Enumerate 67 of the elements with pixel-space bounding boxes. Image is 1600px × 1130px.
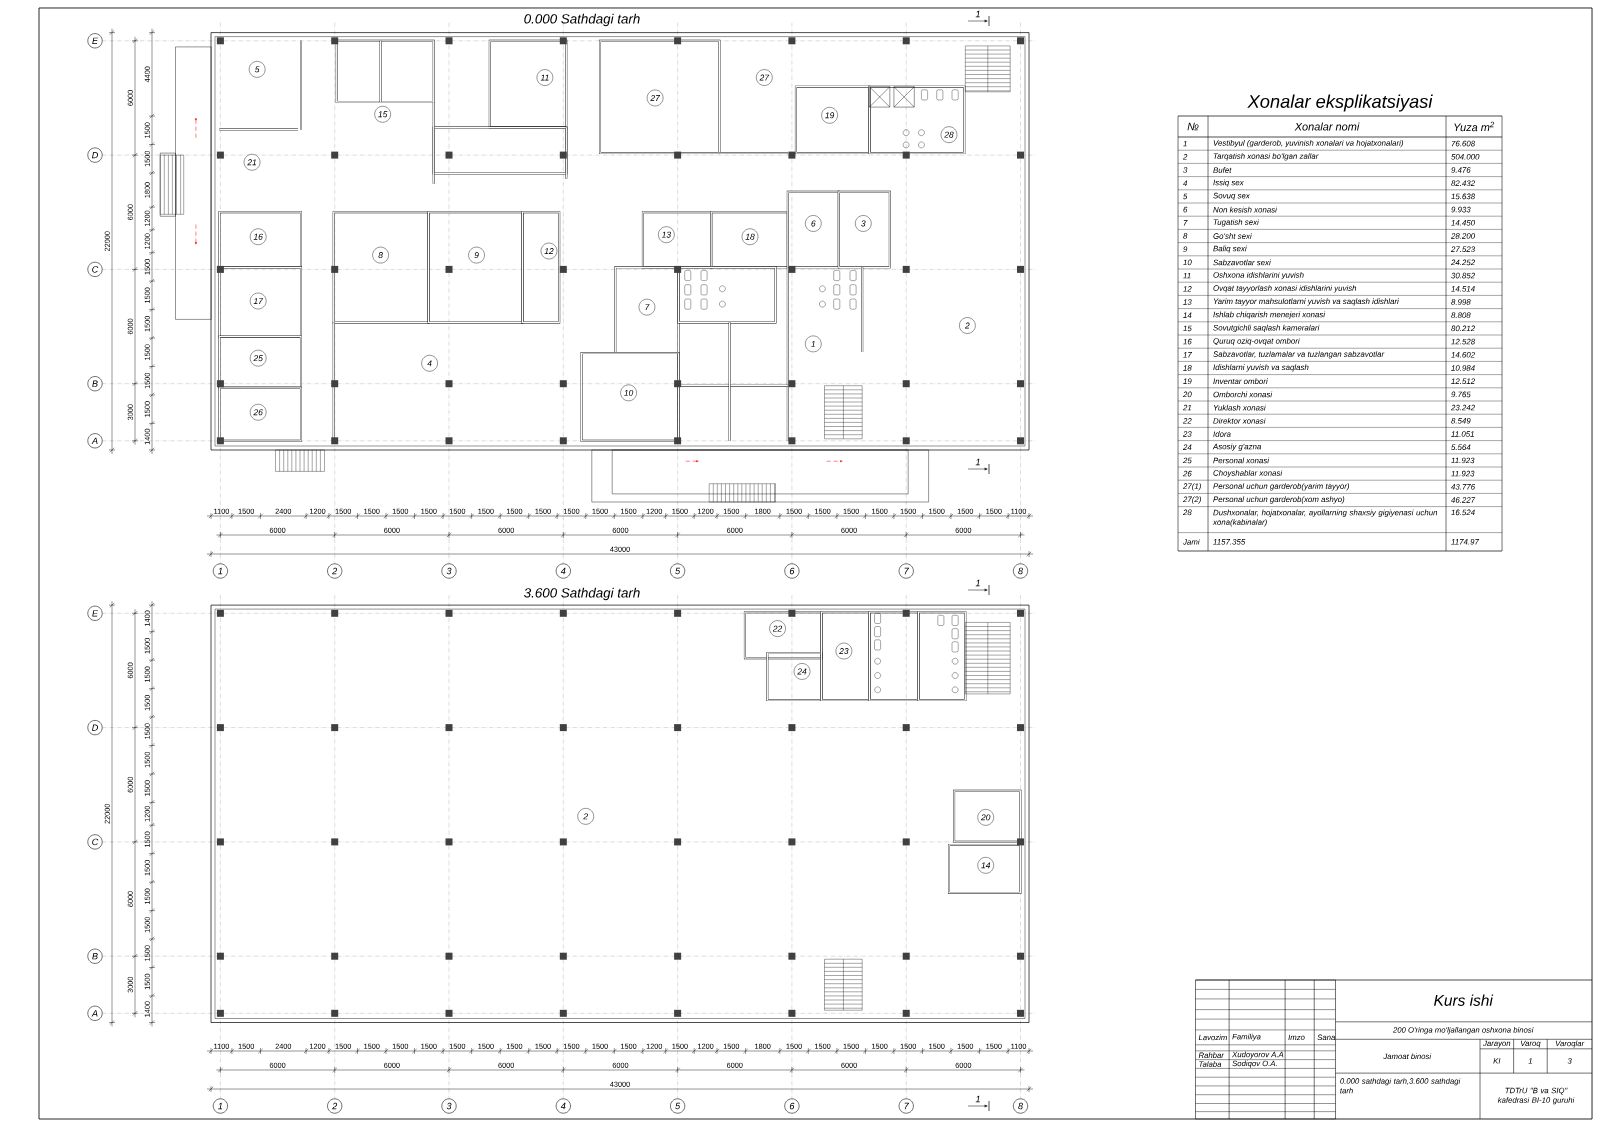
axis-bubble: D: [87, 720, 103, 736]
room-number: 4: [421, 355, 438, 372]
table-title: Xonalar eksplikatsiyasi: [1247, 94, 1433, 112]
column-header: Yuza m$^{2}$: [1454, 121, 1495, 132]
axis-bubble: 6: [784, 1098, 800, 1114]
room-number: 6: [805, 215, 822, 232]
room-number: 17: [249, 292, 267, 310]
axis-bubble: 3: [441, 563, 457, 579]
axis-bubble: 2: [327, 563, 343, 579]
room-number: 1: [805, 335, 822, 353]
axis-bubble: C: [87, 834, 103, 850]
column-header: №: [1187, 122, 1199, 131]
axis-bubble: 8: [1013, 1098, 1028, 1114]
room-number: 26: [249, 404, 267, 421]
room-number: 24: [793, 663, 811, 680]
section-mark: 1: [967, 10, 990, 27]
axis-bubble: C: [87, 261, 103, 277]
axis-bubble: 6: [784, 563, 800, 579]
room-number: 2: [959, 317, 976, 334]
axis-bubble: D: [87, 147, 103, 163]
room-number: 7: [638, 298, 656, 316]
axis-bubble: 8: [1013, 563, 1028, 579]
sheet-title: Kurs ishi: [1434, 994, 1494, 1006]
axis-bubble: E: [87, 605, 103, 621]
room-number: 28: [940, 126, 958, 143]
room-number: 27: [646, 89, 664, 107]
axis-bubble: 5: [670, 563, 686, 579]
plan-title: 3.600 Sathdagi tarh: [524, 587, 640, 601]
plan-title: 0.000 Sathdagi tarh: [524, 13, 640, 27]
room-number: 23: [835, 642, 853, 660]
section-mark: 1: [967, 1095, 990, 1112]
axis-bubble: E: [87, 33, 103, 49]
room-number: 9: [468, 246, 485, 264]
axis-bubble: B: [87, 376, 103, 392]
axis-bubble: 7: [898, 1098, 914, 1114]
room-number: 3: [855, 215, 872, 232]
room-number: 27: [756, 69, 773, 86]
axis-bubble: A: [87, 433, 103, 449]
room-number: 11: [536, 69, 554, 86]
room-number: 22: [769, 620, 786, 637]
room-number: 20: [977, 809, 994, 826]
room-number: 21: [243, 154, 261, 171]
axis-bubble: 5: [670, 1098, 686, 1114]
room-number: 25: [249, 349, 267, 367]
axis-bubble: 3: [441, 1098, 457, 1114]
room-number: 2: [577, 808, 594, 825]
room-number: 5: [248, 61, 266, 78]
room-number: 8: [372, 246, 389, 264]
room-number: 16: [249, 228, 267, 245]
axis-bubble: 2: [327, 1098, 343, 1114]
axis-bubble: 4: [555, 563, 571, 579]
section-mark: 1: [967, 579, 990, 596]
room-number: 13: [658, 226, 675, 243]
axis-bubble: B: [87, 948, 103, 964]
section-mark: 1: [967, 458, 990, 475]
column-header: Xonalar nomi: [1294, 122, 1360, 131]
axis-bubble: 7: [898, 563, 914, 579]
axis-bubble: 1: [212, 1098, 228, 1114]
room-number: 12: [540, 242, 558, 260]
room-number: 18: [741, 228, 759, 245]
axis-bubble: 1: [212, 563, 228, 579]
room-number: 10: [620, 384, 637, 402]
room-number: 14: [977, 857, 994, 874]
axis-bubble: 4: [555, 1098, 571, 1114]
axis-bubble: A: [87, 1005, 103, 1021]
room-number: 15: [374, 106, 391, 123]
room-number: 19: [821, 107, 838, 124]
